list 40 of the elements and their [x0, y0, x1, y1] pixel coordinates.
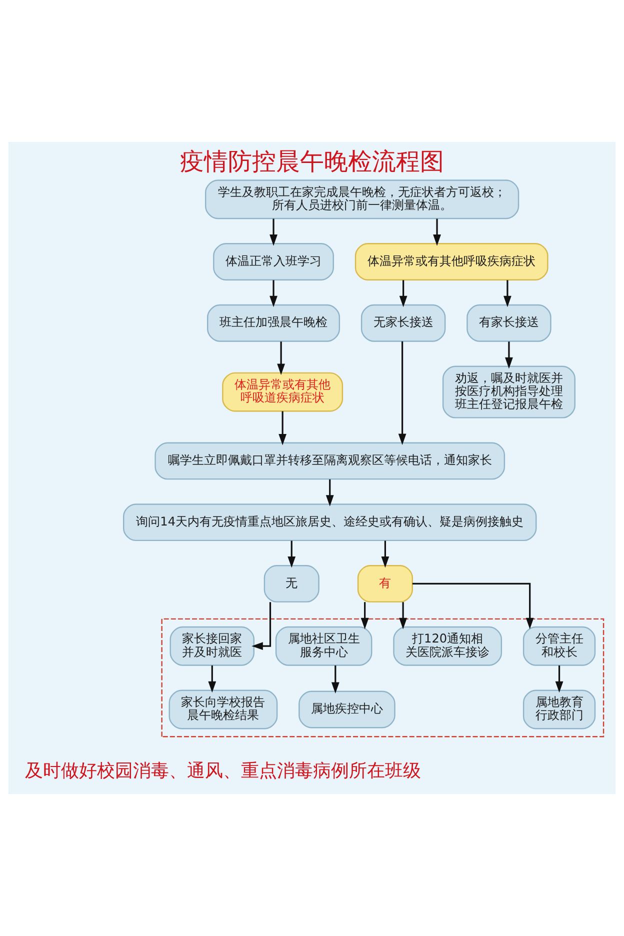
arrow — [252, 602, 272, 650]
node-box: 属地社区卫生服务中心 — [275, 626, 372, 666]
node-box: 属地疾控中心 — [298, 690, 396, 728]
caption: 及时做好校园消毒、通风、重点消毒病例所在班级 — [25, 760, 422, 782]
node-box: 询问14天内有无疫情重点地区旅居史、途经史或有确认、疑是病例接触史 — [123, 504, 537, 542]
node-box: 无 — [264, 565, 320, 602]
node-box: 家长向学校报告晨午晚检结果 — [168, 690, 278, 730]
node-box: 属地教育行政部门 — [522, 690, 596, 730]
diagram-title: 疫情防控晨午晚检流程图 — [180, 147, 444, 176]
arrow — [399, 280, 408, 308]
arrow — [277, 342, 285, 375]
arrow — [505, 342, 513, 369]
arrow — [270, 280, 278, 308]
arrow — [398, 341, 406, 446]
arrow — [208, 665, 216, 693]
node-box: 有家长接送 — [466, 304, 552, 342]
arrow — [326, 479, 334, 506]
arrow — [504, 280, 512, 308]
node-box: 嘱学生立即佩戴口罩并转移至隔离观察区等候电话，通知家长 — [154, 442, 506, 480]
node-box: 打120通知相关医院派车接诊 — [393, 626, 502, 666]
node-box: 体温正常入班学习 — [213, 243, 334, 280]
node-box: 体温异常或有其他呼吸疾病症状 — [354, 243, 548, 280]
node-box: 体温异常或有其他呼吸道疾病症状 — [222, 372, 344, 412]
arrow — [399, 602, 407, 630]
arrow — [433, 218, 441, 246]
node-box: 无家长接送 — [360, 304, 446, 342]
arrow — [288, 540, 296, 568]
node-box: 班主任加强晨午晚检 — [207, 304, 340, 342]
arrow — [360, 602, 369, 630]
arrow — [555, 665, 564, 693]
arrow — [381, 540, 390, 568]
node-box: 学生及教职工在家完成晨午晚检，无症状者方可返校；所有人员进校门前一律测量体温。 — [205, 180, 520, 220]
node-box: 有 — [357, 565, 413, 602]
arrow — [270, 218, 278, 246]
arrow — [412, 582, 534, 630]
node-box: 劝返，嘱及时就医并按医疗机构指导处理班主任登记报晨午检 — [442, 366, 576, 418]
arrow — [278, 411, 287, 446]
node-box: 分管主任和校长 — [522, 626, 596, 666]
arrow — [331, 665, 340, 694]
node-box: 家长接回家并及时就医 — [170, 626, 254, 666]
